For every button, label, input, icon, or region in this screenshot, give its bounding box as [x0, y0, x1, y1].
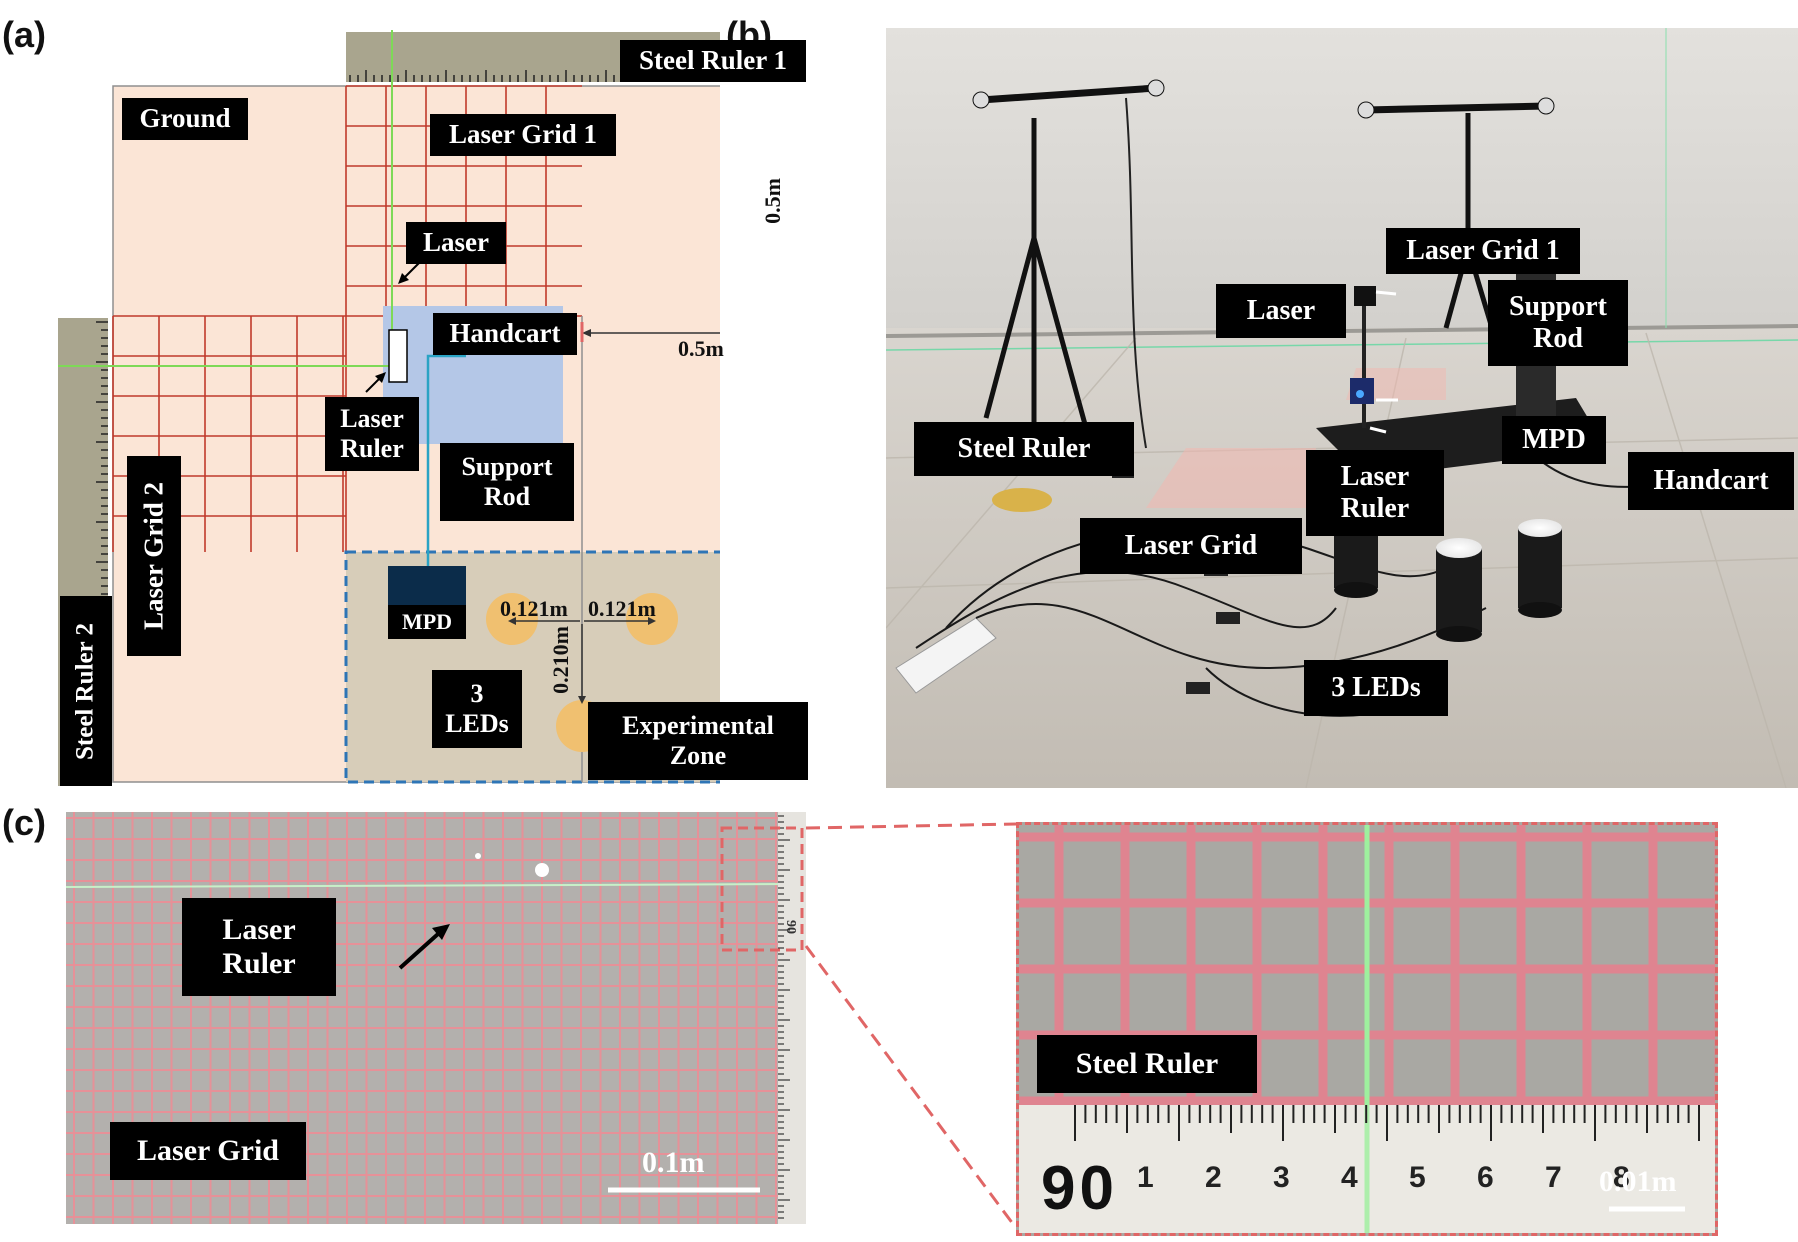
label-laser-ruler: Laser Ruler	[325, 397, 419, 471]
inset-ruler-number: 4	[1341, 1161, 1358, 1194]
dim-led-down: 0.210m	[548, 626, 573, 694]
dim-horizontal-0-5m: 0.5m	[678, 336, 724, 361]
grid-scale-label: 0.1m	[642, 1146, 705, 1179]
label-steel-ruler-1: Steel Ruler 1	[620, 40, 806, 82]
grid-label-laser-grid: Laser Grid	[110, 1122, 306, 1180]
panel-b-photo: Laser Grid 1 Laser Support Rod MPD Steel…	[886, 28, 1798, 788]
grid-ruler-side-number: 90	[783, 920, 798, 934]
panel-c-inset: Steel Ruler 90 1 2 3 4 5 6 7 8 0.01m	[1016, 822, 1718, 1236]
photo-label-laser-ruler: Laser Ruler	[1306, 450, 1444, 536]
grid-label-laser-ruler: Laser Ruler	[182, 898, 336, 996]
label-3-leds: 3 LEDs	[432, 670, 522, 748]
laser-ruler-device	[388, 329, 408, 383]
photo-label-mpd: MPD	[1502, 416, 1606, 464]
photo-label-laser: Laser	[1216, 284, 1346, 338]
inset-label-steel-ruler: Steel Ruler	[1037, 1035, 1257, 1093]
photo-label-laser-grid: Laser Grid	[1080, 518, 1302, 574]
dim-vertical-0-5m: 0.5m	[760, 178, 785, 224]
label-laser-grid-2: Laser Grid 2	[127, 456, 181, 656]
inset-ruler-number: 7	[1545, 1161, 1562, 1194]
inset-ruler-number: 6	[1477, 1161, 1494, 1194]
inset-ruler-90: 90	[1041, 1154, 1118, 1223]
panel-a-schematic: Steel Ruler 1 Ground Laser Grid 1 Laser …	[0, 0, 808, 790]
photo-label-3-leds: 3 LEDs	[1304, 660, 1448, 716]
inset-scale-label: 0.01m	[1599, 1165, 1677, 1198]
dim-led-left: 0.121m	[500, 596, 568, 621]
inset-ruler-number: 1	[1137, 1161, 1154, 1194]
inset-drawing	[1019, 825, 1715, 1233]
dim-led-right: 0.121m	[588, 596, 656, 621]
support-rod-line	[426, 354, 466, 566]
panel-c-grid-photo: Laser Ruler Laser Grid 0.1m 90	[66, 812, 806, 1224]
inset-ruler-number: 5	[1409, 1161, 1426, 1194]
photo-label-steel-ruler: Steel Ruler	[914, 422, 1134, 476]
label-ground: Ground	[122, 98, 248, 140]
label-laser: Laser	[406, 222, 506, 264]
photo-label-handcart: Handcart	[1628, 452, 1794, 510]
inset-ruler-number: 3	[1273, 1161, 1290, 1194]
label-mpd: MPD	[388, 605, 466, 639]
photo-label-laser-grid-1: Laser Grid 1	[1386, 228, 1580, 274]
panel-c-grid-drawing	[66, 812, 806, 1224]
label-experimental-zone: Experimental Zone	[588, 702, 808, 780]
label-handcart: Handcart	[433, 313, 577, 355]
inset-ruler-number: 8	[1613, 1161, 1630, 1194]
panel-letter-a: (a)	[2, 14, 46, 55]
label-steel-ruler-2: Steel Ruler 2	[60, 596, 112, 786]
label-support-rod: Support Rod	[440, 443, 574, 521]
label-laser-grid-1: Laser Grid 1	[430, 114, 616, 156]
photo-label-support-rod: Support Rod	[1488, 280, 1628, 366]
panel-letter-c: (c)	[2, 802, 46, 843]
inset-ruler-number: 2	[1205, 1161, 1222, 1194]
